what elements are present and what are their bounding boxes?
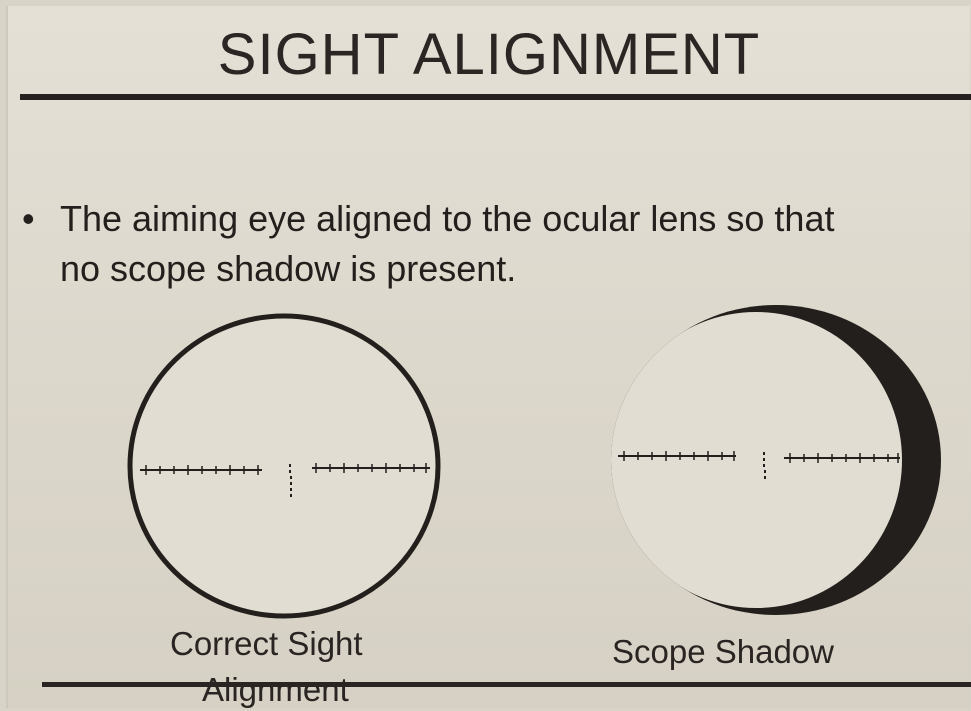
bullet-text-line-1: The aiming eye aligned to the ocular len… <box>60 198 835 239</box>
scope-shadow-scope <box>604 298 948 620</box>
bullet-text-line-2: no scope shadow is present. <box>60 248 517 289</box>
caption-correct-sight-line-1: Correct Sight <box>170 625 363 662</box>
bullet-text: The aiming eye aligned to the ocular len… <box>60 194 960 294</box>
slide-title: SIGHT ALIGNMENT <box>217 22 761 87</box>
caption-correct-sight-line-2: Alignment <box>202 671 349 708</box>
reticle-shadow <box>611 305 941 615</box>
correct-alignment-scope <box>124 310 444 622</box>
bullet-marker: • <box>22 198 35 239</box>
slide: SIGHT ALIGNMENT • The aiming eye aligned… <box>6 6 971 708</box>
reticle-correct <box>127 313 441 619</box>
footer-divider <box>42 682 971 687</box>
title-divider <box>20 94 971 100</box>
caption-scope-shadow: Scope Shadow <box>612 633 834 670</box>
